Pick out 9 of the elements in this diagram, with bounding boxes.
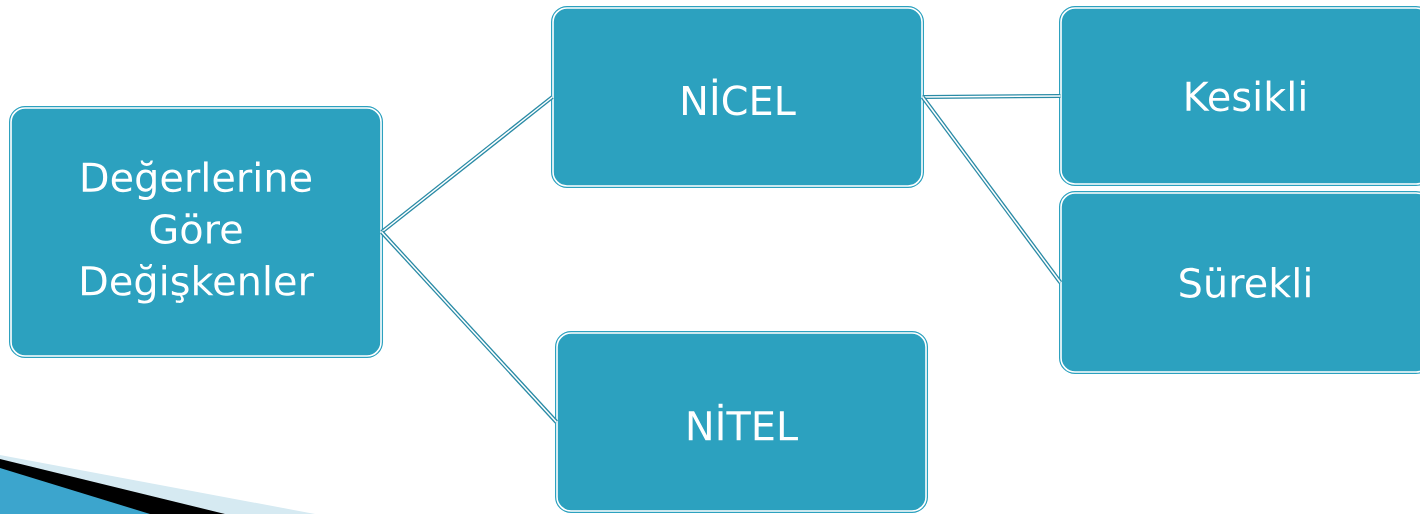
category-box: NİCEL bbox=[551, 6, 924, 188]
connector-line bbox=[921, 93, 1062, 100]
category-box: Değerlerine Göre Değişkenler bbox=[9, 106, 383, 358]
category-box: NİTEL bbox=[555, 331, 928, 513]
category-box: Kesikli bbox=[1059, 6, 1420, 186]
connector-line bbox=[380, 230, 558, 424]
connector-line bbox=[380, 95, 554, 234]
category-box: Sürekli bbox=[1059, 191, 1420, 374]
connector-line bbox=[920, 95, 1063, 284]
